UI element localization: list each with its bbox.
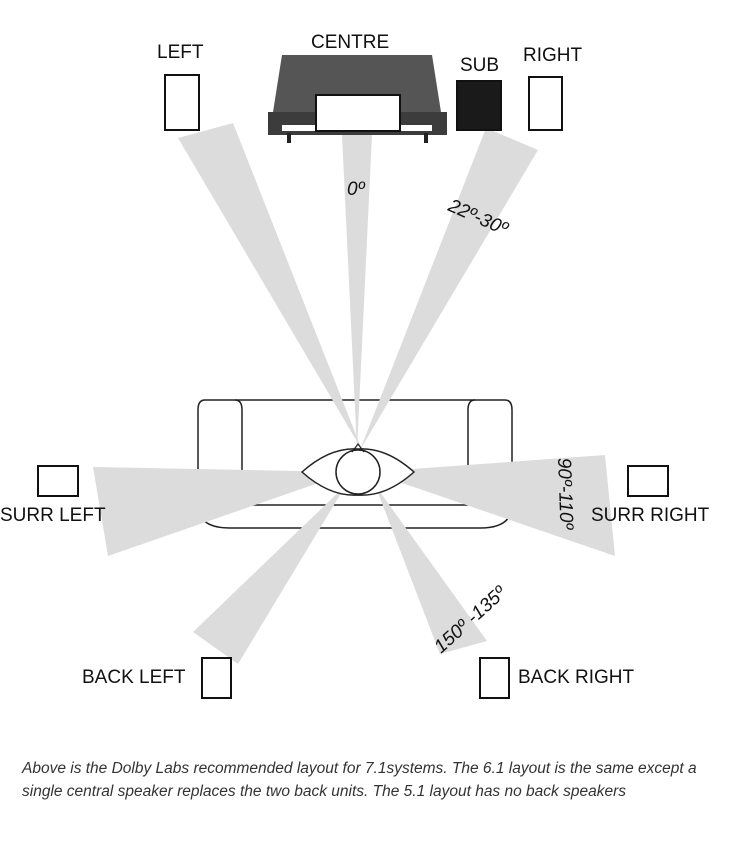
label-right: RIGHT — [523, 45, 583, 66]
label-back-right: BACK RIGHT — [518, 667, 635, 688]
listener-head — [335, 449, 381, 495]
tv-leg-right — [424, 133, 428, 143]
speaker-layout-diagram: LEFT CENTRE SUB RIGHT SURR LEFT SURR RIG… — [0, 32, 710, 699]
sub-speaker-icon — [456, 80, 502, 131]
beam-right — [360, 128, 538, 450]
back-right-speaker-icon — [479, 657, 510, 699]
right-speaker-icon — [528, 76, 563, 131]
sofa-outline — [197, 399, 513, 529]
beam-back-left — [193, 485, 346, 664]
centre-speaker-icon — [315, 94, 401, 132]
beam-left — [178, 123, 362, 450]
sofa — [197, 399, 513, 529]
label-centre: CENTRE — [311, 32, 389, 53]
surr-left-speaker-icon — [37, 465, 79, 497]
beam-surr-left — [93, 467, 350, 556]
label-back-left: BACK LEFT — [82, 667, 186, 688]
left-speaker-icon — [164, 74, 200, 131]
beam-centre — [342, 135, 372, 450]
listener — [300, 443, 416, 496]
sofa-right-arm — [467, 399, 476, 505]
listener-nose — [351, 443, 365, 453]
beams — [93, 123, 615, 664]
back-left-speaker-icon — [201, 657, 232, 699]
label-surr-left: SURR LEFT — [0, 505, 106, 526]
sofa-left-arm — [234, 399, 243, 505]
angle-centre: 0º — [347, 179, 366, 200]
caption: Above is the Dolby Labs recommended layo… — [22, 760, 697, 800]
label-surr-right: SURR RIGHT — [591, 505, 710, 526]
angle-surround: 90º-110º — [553, 457, 577, 530]
centre-tv — [268, 55, 447, 143]
tv-leg-left — [287, 133, 291, 143]
beam-back-right — [375, 485, 487, 654]
surr-right-speaker-icon — [627, 465, 669, 497]
label-left: LEFT — [157, 42, 204, 63]
beam-surr-right — [370, 455, 615, 556]
label-sub: SUB — [460, 55, 499, 76]
